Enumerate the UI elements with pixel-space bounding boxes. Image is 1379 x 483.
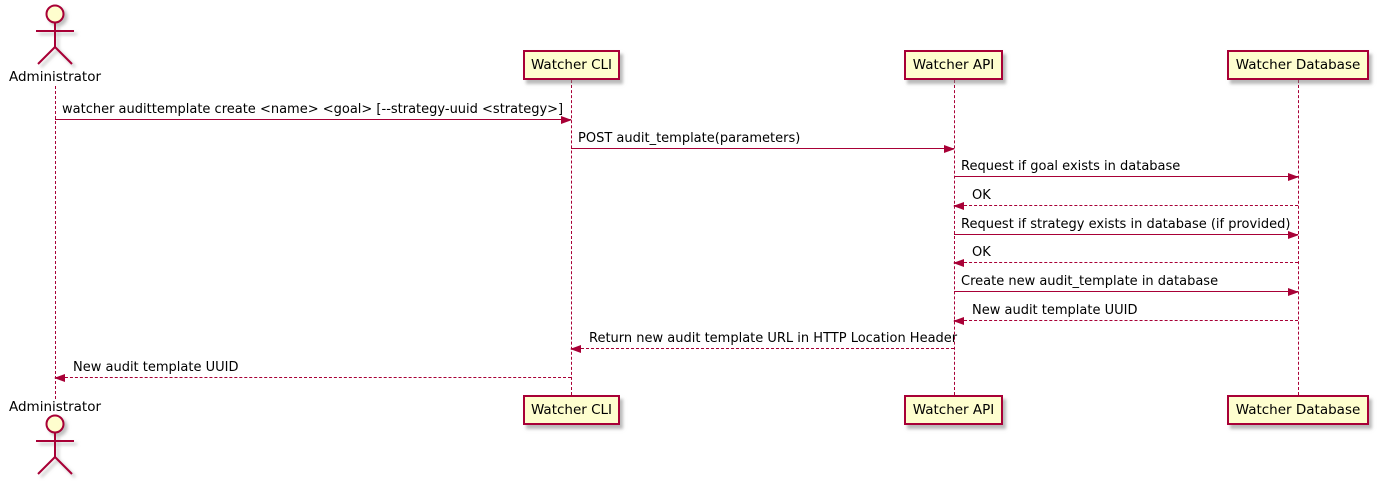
actor-label-bottom: Administrator [8, 399, 102, 415]
participant-watcher-database-top: Watcher Database [1227, 50, 1369, 80]
message-10: New audit template UUID [54, 360, 571, 382]
actor-icon-top [36, 4, 74, 65]
lifeline-watcher-api [954, 80, 955, 395]
lifeline-administrator [55, 86, 56, 399]
message-1: watcher audittemplate create <name> <goa… [55, 102, 572, 124]
message-4-label: OK [972, 188, 991, 203]
message-2-line [571, 148, 954, 149]
message-7-label: Create new audit_template in database [961, 274, 1219, 289]
arrowhead-right-icon [1288, 231, 1299, 239]
participant-watcher-api-top: Watcher API [904, 50, 1003, 80]
participant-watcher-cli-top: Watcher CLI [523, 50, 620, 80]
message-10-line [55, 377, 571, 378]
participant-label: Watcher CLI [530, 402, 613, 418]
message-9-line [571, 348, 954, 349]
message-10-label: New audit template UUID [73, 360, 239, 375]
message-6-line [954, 262, 1298, 263]
participant-label: Watcher Database [1235, 57, 1361, 73]
arrowhead-right-icon [1288, 173, 1299, 181]
message-4-line [954, 205, 1298, 206]
arrowhead-left-icon [953, 259, 964, 267]
message-2-label: POST audit_template(parameters) [578, 131, 801, 146]
message-6: OK [953, 245, 1298, 267]
arrowhead-right-icon [944, 145, 955, 153]
message-1-line [55, 119, 571, 120]
message-2: POST audit_template(parameters) [571, 131, 955, 153]
actor-label-top: Administrator [8, 69, 102, 85]
participant-watcher-database-bottom: Watcher Database [1227, 395, 1369, 425]
message-3-line [954, 176, 1298, 177]
message-7-line [954, 291, 1298, 292]
participant-label: Watcher CLI [530, 57, 613, 73]
participant-label: Watcher API [912, 57, 995, 73]
message-1-label: watcher audittemplate create <name> <goa… [62, 102, 564, 117]
participant-watcher-cli-bottom: Watcher CLI [523, 395, 620, 425]
arrowhead-left-icon [54, 374, 65, 382]
message-7: Create new audit_template in database [954, 274, 1299, 296]
message-8: New audit template UUID [953, 303, 1298, 325]
message-8-line [954, 320, 1298, 321]
participant-watcher-api-bottom: Watcher API [904, 395, 1003, 425]
arrowhead-left-icon [953, 317, 964, 325]
message-6-label: OK [972, 245, 991, 260]
arrowhead-left-icon [570, 345, 581, 353]
actor-icon-bottom [36, 414, 74, 475]
arrowhead-left-icon [953, 202, 964, 210]
participant-label: Watcher Database [1235, 402, 1361, 418]
message-9: Return new audit template URL in HTTP Lo… [570, 331, 958, 353]
arrowhead-right-icon [1288, 288, 1299, 296]
arrowhead-right-icon [561, 116, 572, 124]
message-3-label: Request if goal exists in database [961, 159, 1181, 174]
message-3: Request if goal exists in database [954, 159, 1299, 181]
message-5-label: Request if strategy exists in database (… [961, 217, 1291, 232]
lifeline-watcher-cli [571, 80, 572, 395]
message-9-label: Return new audit template URL in HTTP Lo… [589, 331, 958, 346]
message-5-line [954, 234, 1298, 235]
message-4: OK [953, 188, 1298, 210]
message-5: Request if strategy exists in database (… [954, 217, 1299, 239]
participant-label: Watcher API [912, 402, 995, 418]
message-8-label: New audit template UUID [972, 303, 1138, 318]
